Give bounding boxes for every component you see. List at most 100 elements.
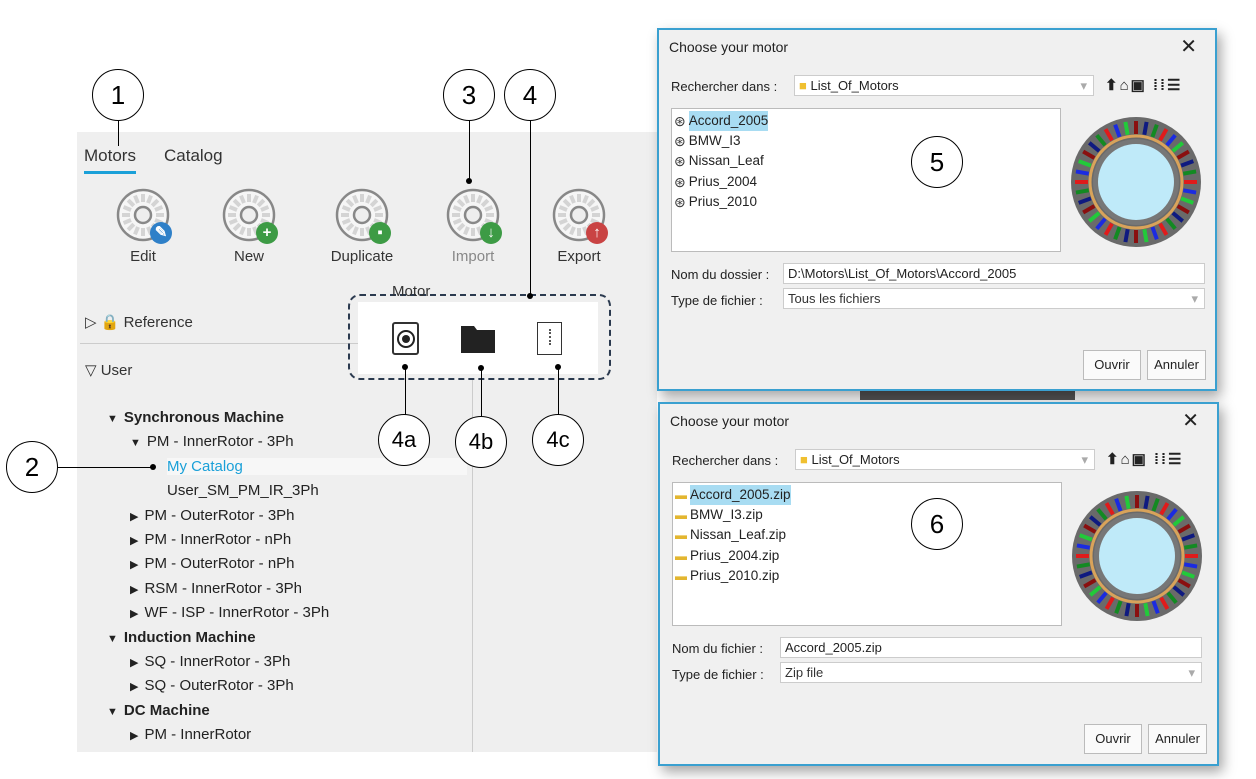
up-folder-icon[interactable]: ⬆ — [1106, 451, 1121, 468]
expanded-arrow-icon[interactable]: ▼ — [107, 413, 118, 425]
tree-item[interactable]: ▶PM - OuterRotor - nPh — [130, 555, 295, 572]
look-in-value: List_Of_Motors — [811, 452, 900, 467]
name-label: Nom du fichier : — [672, 641, 764, 656]
tool-label: New — [233, 248, 264, 265]
look-in-label: Rechercher dans : — [671, 79, 778, 94]
motor-file-icon[interactable] — [392, 322, 419, 355]
file-list[interactable]: ⊛Accord_2005⊛BMW_I3⊛Nissan_Leaf⊛Prius_20… — [671, 108, 1061, 252]
tree-item[interactable]: ▶ WF - ISP - InnerRotor - 3Ph — [130, 604, 329, 621]
export-button[interactable]: ↑Export — [534, 188, 624, 265]
tree-item[interactable]: ▶SQ - OuterRotor - 3Ph — [130, 677, 294, 694]
callout-dot — [402, 364, 408, 370]
look-in-select[interactable]: ■ List_Of_Motors▾ — [795, 449, 1095, 470]
tree-item[interactable]: ▼PM - InnerRotor - 3Ph — [130, 433, 294, 450]
tree-item[interactable]: ▶PM - InnerRotor — [130, 726, 251, 743]
open-button[interactable]: Ouvrir — [1083, 350, 1141, 380]
file-type-value: Tous les fichiers — [788, 291, 881, 306]
tree-item-label: DC Machine — [123, 701, 210, 719]
file-item[interactable]: ⊛Nissan_Leaf — [674, 151, 1058, 171]
zip-folder-icon: ▬ — [675, 568, 687, 583]
details-view-icon[interactable]: ☰ — [1167, 77, 1183, 94]
collapsed-arrow-icon[interactable]: ▶ — [130, 559, 139, 572]
new-button[interactable]: +New — [204, 188, 294, 265]
name-input[interactable]: D:\Motors\List_Of_Motors\Accord_2005 — [783, 263, 1205, 284]
new-folder-icon[interactable]: ▣ — [1131, 451, 1148, 468]
tree-item[interactable]: ▶PM - OuterRotor - 3Ph — [130, 507, 295, 524]
file-item[interactable]: ▬Nissan_Leaf.zip — [675, 525, 1059, 545]
edit-button[interactable]: ✎Edit — [98, 188, 188, 265]
collapsed-arrow-icon[interactable]: ▶ — [130, 583, 139, 596]
file-name: Prius_2010.zip — [690, 567, 780, 583]
navigation-toolbar[interactable]: ⬆⌂▣ ⁞⁞☰ — [1105, 76, 1182, 94]
cancel-button[interactable]: Annuler — [1147, 350, 1206, 380]
home-icon[interactable]: ⌂ — [1119, 77, 1131, 94]
tree-item[interactable]: ▶ PM - InnerRotor - nPh — [130, 531, 291, 548]
tree-item[interactable]: ▼Synchronous Machine — [107, 409, 284, 426]
open-button[interactable]: Ouvrir — [1084, 724, 1142, 754]
tab-motors[interactable]: Motors — [84, 146, 136, 174]
collapsed-arrow-icon[interactable]: ▶ — [130, 510, 139, 523]
file-item[interactable]: ▬Prius_2010.zip — [675, 566, 1059, 586]
file-list[interactable]: ▬Accord_2005.zip▬BMW_I3.zip▬Nissan_Leaf.… — [672, 482, 1062, 626]
callout-3: 3 — [443, 69, 495, 121]
new-folder-icon[interactable]: ▣ — [1130, 77, 1147, 94]
close-icon[interactable]: ✕ — [1180, 36, 1197, 58]
badge-icon: ↓ — [480, 222, 502, 244]
tree-item[interactable]: User_SM_PM_IR_3Ph — [167, 482, 319, 499]
tree-item[interactable]: ▼Induction Machine — [107, 629, 256, 646]
reference-section[interactable]: ▷ 🔒 Reference — [85, 313, 193, 331]
tab-catalog[interactable]: Catalog — [164, 146, 223, 165]
home-icon[interactable]: ⌂ — [1120, 451, 1132, 468]
file-item[interactable]: ▬Prius_2004.zip — [675, 546, 1059, 566]
collapsed-arrow-icon[interactable]: ▶ — [130, 730, 139, 743]
import-button[interactable]: ↓Import — [428, 188, 518, 265]
file-item[interactable]: ⊛Prius_2010 — [674, 192, 1058, 212]
tree-item[interactable]: ▶SQ - InnerRotor - 3Ph — [130, 653, 290, 670]
file-item[interactable]: ▬Accord_2005.zip — [675, 485, 1059, 506]
cancel-button[interactable]: Annuler — [1148, 724, 1207, 754]
collapsed-arrow-icon[interactable]: ▶ — [130, 657, 139, 669]
tool-label: Export — [557, 248, 601, 265]
duplicate-button[interactable]: ▪Duplicate — [317, 188, 407, 265]
expanded-arrow-icon[interactable]: ▼ — [107, 632, 118, 645]
up-folder-icon[interactable]: ⬆ — [1105, 77, 1120, 94]
list-view-icon[interactable]: ⁞⁞ — [1153, 77, 1167, 94]
file-type-select[interactable]: Zip file▾ — [780, 662, 1202, 683]
user-section[interactable]: ▽ User — [85, 361, 132, 379]
file-name: Nissan_Leaf.zip — [690, 527, 787, 543]
tree-item[interactable]: My Catalog — [167, 457, 467, 475]
file-item[interactable]: ▬BMW_I3.zip — [675, 505, 1059, 525]
look-in-select[interactable]: ■ List_Of_Motors▾ — [794, 75, 1094, 96]
collapsed-arrow-icon[interactable]: ▶ — [130, 535, 139, 547]
file-type-select[interactable]: Tous les fichiers▾ — [783, 288, 1205, 309]
navigation-toolbar[interactable]: ⬆⌂▣ ⁞⁞☰ — [1106, 450, 1183, 468]
callout-4a: 4a — [378, 414, 430, 466]
zip-file-icon[interactable] — [537, 322, 562, 355]
expanded-arrow-icon[interactable]: ▼ — [107, 705, 118, 718]
collapsed-arrow-icon[interactable]: ▶ — [130, 681, 139, 694]
folder-icon: ■ — [800, 452, 808, 467]
file-item[interactable]: ⊛Accord_2005 — [674, 111, 1058, 132]
expanded-arrow-icon[interactable]: ▼ — [130, 437, 141, 450]
file-name: BMW_I3 — [688, 133, 741, 149]
tool-label: Edit — [130, 248, 156, 265]
callout-dot — [150, 464, 156, 470]
motor-import-icon: ↓ — [446, 188, 502, 244]
file-name: Nissan_Leaf — [688, 153, 764, 169]
tree-item[interactable]: ▼ DC Machine — [107, 702, 210, 719]
choose-motor-zip-dialog: Choose your motor ✕ Rechercher dans : ■ … — [658, 402, 1219, 766]
collapsed-arrow-icon[interactable]: ▶ — [130, 608, 139, 621]
close-icon[interactable]: ✕ — [1182, 410, 1199, 432]
list-view-icon[interactable]: ⁞⁞ — [1154, 451, 1168, 468]
chevron-down-icon: ▾ — [1080, 78, 1087, 93]
tree-item-label: PM - InnerRotor - nPh — [144, 531, 292, 548]
callout-1: 1 — [92, 69, 144, 121]
folder-icon[interactable] — [461, 324, 495, 353]
name-input[interactable]: Accord_2005.zip — [780, 637, 1202, 658]
file-item[interactable]: ⊛BMW_I3 — [674, 131, 1058, 151]
separator — [80, 343, 470, 344]
file-item[interactable]: ⊛Prius_2004 — [674, 172, 1058, 192]
tree-item-label: WF - ISP - InnerRotor - 3Ph — [144, 604, 330, 622]
tree-item[interactable]: ▶RSM - InnerRotor - 3Ph — [130, 580, 302, 597]
details-view-icon[interactable]: ☰ — [1168, 451, 1184, 468]
